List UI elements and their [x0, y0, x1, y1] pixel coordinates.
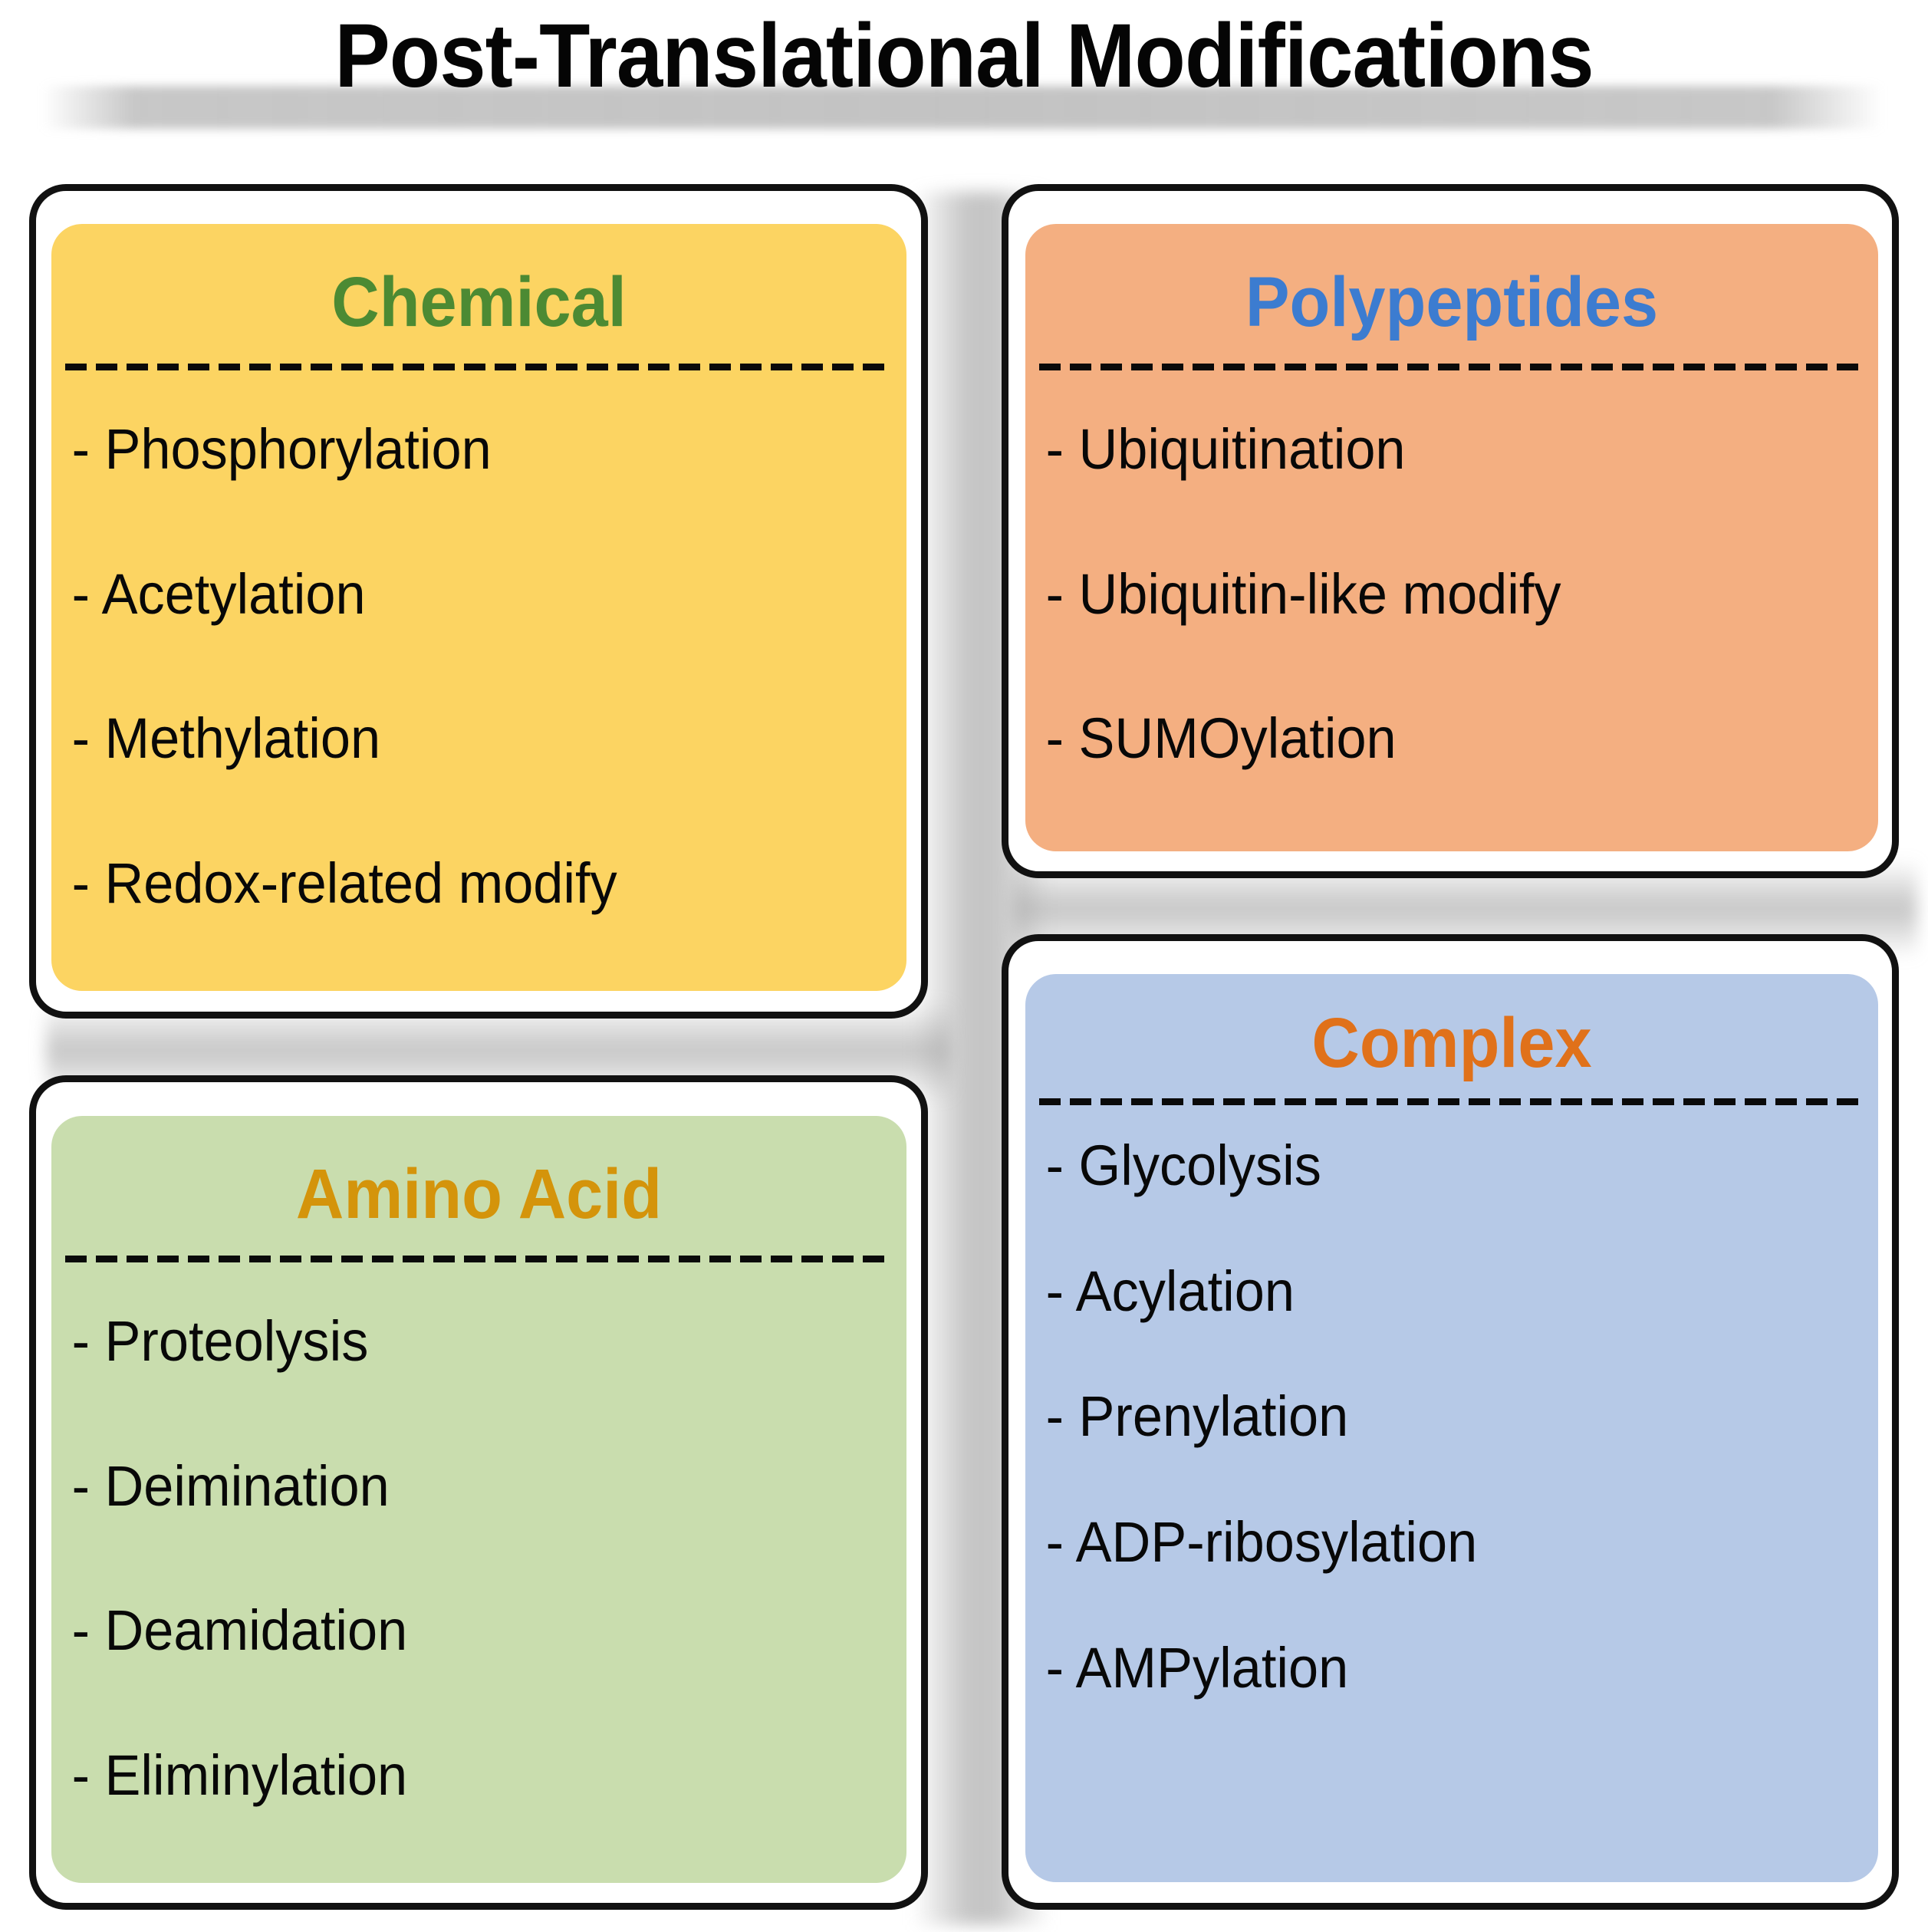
category-card-amino-acid[interactable]: Amino Acid - Proteolysis - Deimination -…	[51, 1116, 906, 1883]
list-item[interactable]: - Proteolysis	[71, 1309, 369, 1373]
title-shadow-bar	[42, 86, 1883, 129]
divider-complex	[1039, 1098, 1864, 1105]
divider-amino-acid	[65, 1256, 893, 1262]
title-area: Post-Translational Modifications	[0, 0, 1928, 153]
category-card-chemical[interactable]: Chemical - Phosphorylation - Acetylation…	[51, 224, 906, 991]
divider-polypeptides	[1039, 364, 1864, 370]
list-item[interactable]: - Deimination	[71, 1453, 390, 1518]
list-item[interactable]: - Eliminylation	[71, 1743, 408, 1808]
category-card-complex[interactable]: Complex - Glycolysis - Acylation - Preny…	[1025, 974, 1878, 1882]
list-item[interactable]: - AMPylation	[1045, 1635, 1349, 1700]
category-heading-complex: Complex	[1311, 1004, 1592, 1082]
list-item[interactable]: - SUMOylation	[1045, 706, 1397, 771]
list-item[interactable]: - Deamidation	[71, 1598, 408, 1663]
category-card-polypeptides[interactable]: Polypeptides - Ubiquitination - Ubiquiti…	[1025, 224, 1878, 851]
list-item[interactable]: - Methylation	[71, 706, 381, 771]
item-list-complex: - Glycolysis - Acylation - Prenylation -…	[1025, 1136, 1878, 1697]
list-item[interactable]: - Acylation	[1045, 1259, 1295, 1323]
list-item[interactable]: - Glycolysis	[1045, 1134, 1321, 1197]
list-item[interactable]: - Ubiquitin-like modify	[1045, 561, 1561, 626]
list-item[interactable]: - Redox-related modify	[71, 851, 617, 916]
category-heading-amino-acid: Amino Acid	[295, 1155, 663, 1233]
list-item[interactable]: - ADP-ribosylation	[1045, 1510, 1478, 1575]
list-item[interactable]: - Phosphorylation	[71, 417, 492, 481]
item-list-polypeptides: - Ubiquitination - Ubiquitin-like modify…	[1025, 420, 1878, 769]
category-heading-polypeptides: Polypeptides	[1245, 263, 1659, 341]
item-list-chemical: - Phosphorylation - Acetylation - Methyl…	[51, 420, 906, 913]
list-item[interactable]: - Ubiquitination	[1045, 417, 1406, 481]
category-heading-chemical: Chemical	[331, 263, 627, 341]
divider-chemical	[65, 364, 893, 370]
item-list-amino-acid: - Proteolysis - Deimination - Deamidatio…	[51, 1312, 906, 1805]
list-item[interactable]: - Acetylation	[71, 561, 366, 626]
list-item[interactable]: - Prenylation	[1045, 1384, 1349, 1449]
page-title: Post-Translational Modifications	[334, 5, 1594, 107]
